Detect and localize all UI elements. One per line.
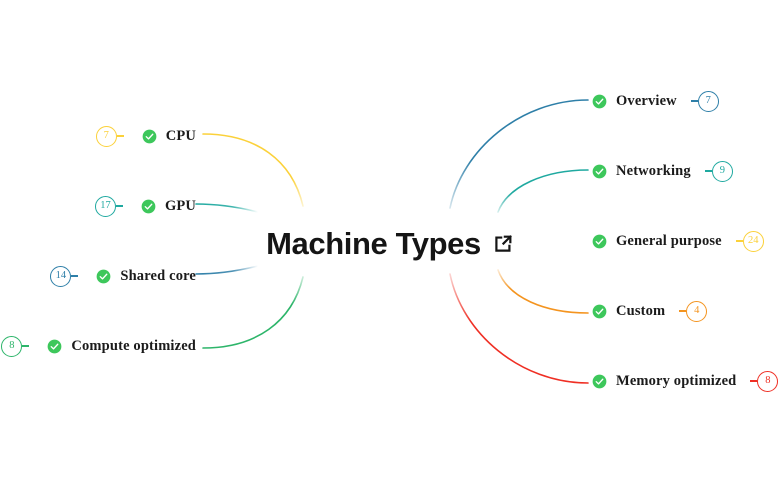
check-circle-icon (592, 304, 607, 318)
check-circle-icon (592, 234, 607, 248)
check-circle-icon (48, 339, 62, 353)
branch-label: Networking (616, 162, 691, 179)
connector-overview (449, 99, 589, 209)
count-badge[interactable]: 4 (686, 300, 708, 322)
check-circle-icon (592, 94, 607, 108)
count-badge[interactable]: 7 (95, 125, 117, 147)
count-badge-group-general-purpose[interactable]: 24 (735, 230, 764, 252)
connector-custom (497, 269, 589, 314)
branch-node-gpu[interactable]: 17 GPU (94, 195, 196, 217)
count-badge[interactable]: 8 (1, 335, 23, 357)
connector-gpu (195, 203, 259, 213)
branch-label: Compute optimized (71, 337, 196, 354)
count-badge-group-compute-optimized[interactable]: 8 (1, 335, 30, 357)
connector-networking (497, 169, 589, 213)
check-circle-icon (97, 269, 111, 283)
count-badge[interactable]: 9 (711, 160, 733, 182)
count-badge[interactable]: 7 (697, 90, 719, 112)
branch-node-overview[interactable]: Overview 7 (592, 90, 719, 112)
badge-connector-tick (690, 100, 698, 102)
branch-label: General purpose (616, 232, 722, 249)
branch-label: Shared core (120, 267, 196, 284)
count-badge-group-shared-core[interactable]: 14 (50, 265, 79, 287)
check-circle-icon (592, 164, 607, 178)
count-badge[interactable]: 24 (742, 230, 764, 252)
check-circle-icon (592, 374, 607, 388)
badge-connector-tick (735, 240, 743, 242)
branch-label: Custom (616, 302, 666, 319)
branch-node-cpu[interactable]: 7 CPU (95, 125, 196, 147)
count-badge-group-networking[interactable]: 9 (704, 160, 733, 182)
connector-memory-optimized (449, 273, 589, 384)
branch-node-memory-optimized[interactable]: Memory optimized 8 (592, 370, 779, 392)
branch-node-compute-optimized[interactable]: 8 Compute optimized (1, 335, 196, 357)
count-badge[interactable]: 17 (94, 195, 116, 217)
branch-node-general-purpose[interactable]: General purpose 24 (592, 230, 764, 252)
branch-node-networking[interactable]: Networking 9 (592, 160, 733, 182)
branch-label: CPU (165, 127, 196, 144)
count-badge[interactable]: 14 (50, 265, 72, 287)
badge-connector-tick (116, 135, 124, 137)
count-badge[interactable]: 8 (757, 370, 779, 392)
branch-node-custom[interactable]: Custom 4 (592, 300, 708, 322)
count-badge-group-overview[interactable]: 7 (690, 90, 719, 112)
badge-connector-tick (679, 310, 687, 312)
connector-compute-optimized (202, 276, 304, 349)
count-badge-group-gpu[interactable]: 17 (94, 195, 123, 217)
badge-connector-tick (704, 170, 712, 172)
count-badge-group-custom[interactable]: 4 (679, 300, 708, 322)
check-circle-icon (142, 129, 157, 143)
count-badge-group-cpu[interactable]: 7 (95, 125, 124, 147)
branch-label: GPU (164, 197, 196, 214)
connector-cpu (202, 133, 304, 207)
badge-connector-tick (115, 205, 123, 207)
connector-shared-core (195, 265, 259, 275)
check-circle-icon (141, 199, 156, 213)
branch-label: Memory optimized (616, 372, 737, 389)
badge-connector-tick (71, 275, 79, 277)
branch-node-shared-core[interactable]: 14 Shared core (50, 265, 196, 287)
branch-label: Overview (616, 92, 677, 109)
badge-connector-tick (22, 345, 30, 347)
badge-connector-tick (750, 380, 758, 382)
count-badge-group-memory-optimized[interactable]: 8 (750, 370, 779, 392)
